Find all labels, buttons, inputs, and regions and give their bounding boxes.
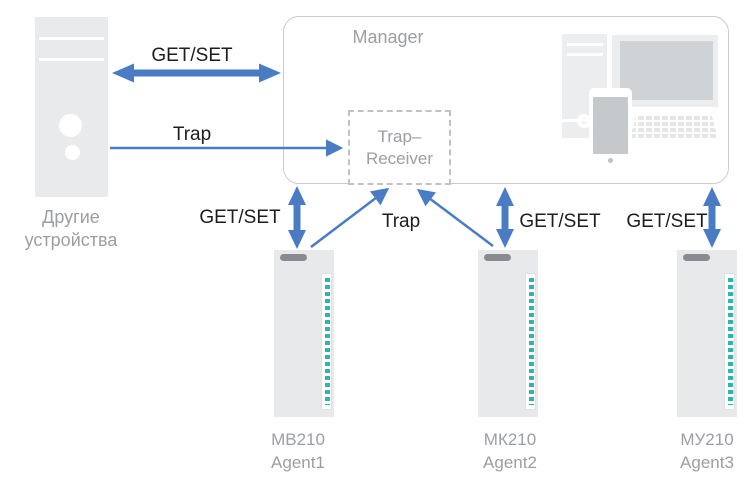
- other-devices-line1: Другие: [42, 207, 100, 227]
- ws-tower-vent-line: [567, 53, 603, 56]
- agent3-model: МУ210: [680, 430, 734, 449]
- agent1-name: Agent1: [271, 453, 325, 472]
- trap-receiver-line1: Trap–: [377, 126, 422, 146]
- getset-label-agent1: GET/SET: [199, 207, 281, 228]
- agent2-module-icon: [478, 250, 538, 417]
- smartphone-home-button: [608, 158, 613, 163]
- smartphone-icon: [589, 88, 632, 168]
- manager-title: Manager: [352, 27, 424, 47]
- monitor-icon: [612, 35, 718, 107]
- tower-button-small: [65, 145, 80, 160]
- monitor-screen: [620, 41, 713, 100]
- led-dashes: [529, 278, 534, 405]
- desktop-tower-icon: [35, 17, 108, 197]
- tower-vent-line: [39, 58, 104, 61]
- brand-logo: [484, 254, 511, 261]
- keyboard-icon: [630, 116, 718, 138]
- getset-label-agent2: GET/SET: [519, 211, 601, 232]
- led-dashes: [728, 278, 733, 405]
- agent1-module-icon: [274, 250, 334, 417]
- led-dashes: [325, 278, 330, 405]
- agent2-model: МК210: [483, 430, 537, 449]
- agent2-name: Agent2: [483, 453, 537, 472]
- trap-label-agents: Trap: [381, 211, 421, 232]
- getset-label-agent3: GET/SET: [626, 211, 708, 232]
- other-devices-line2: устройства: [24, 230, 118, 250]
- trap-receiver-box: Trap– Receiver: [348, 110, 451, 185]
- trap-receiver-line2: Receiver: [365, 148, 434, 168]
- agent1-model: МВ210: [271, 430, 325, 449]
- agent2-caption: МК210 Agent2: [450, 428, 570, 474]
- brand-logo: [280, 254, 307, 261]
- agent3-caption: МУ210 Agent3: [647, 428, 755, 474]
- led-strip-icon: [724, 273, 735, 410]
- trap-label-manager: Trap: [172, 124, 212, 145]
- ws-tower-vent-line: [567, 43, 603, 46]
- smartphone-screen: [593, 97, 628, 154]
- agent1-caption: МВ210 Agent1: [238, 428, 358, 474]
- brand-logo: [683, 254, 710, 261]
- getset-label-manager: GET/SET: [151, 45, 233, 66]
- tower-button-large: [59, 114, 82, 137]
- led-strip-icon: [321, 273, 332, 410]
- tower-vent-line: [39, 37, 104, 40]
- agent3-name: Agent3: [680, 453, 734, 472]
- other-devices-label: Другие устройства: [0, 206, 142, 252]
- led-strip-icon: [525, 273, 536, 410]
- agent3-module-icon: [677, 250, 737, 417]
